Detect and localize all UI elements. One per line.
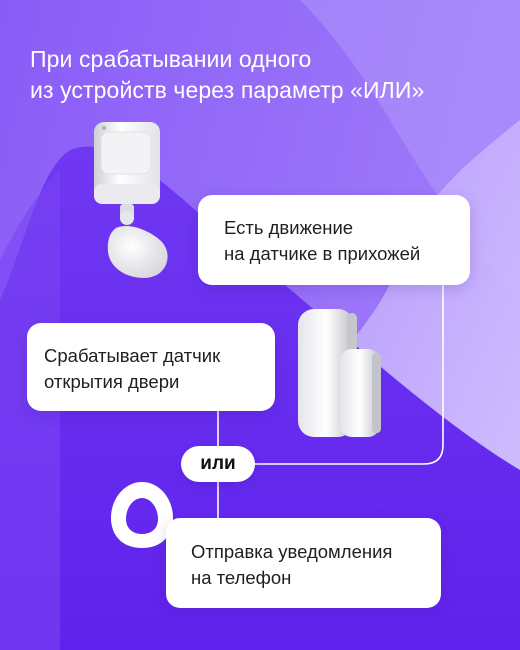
- headline: При срабатывании одного из устройств чер…: [30, 44, 510, 106]
- door-card-line-2: открытия двери: [44, 371, 180, 392]
- notification-action-card: Отправка уведомления на телефон: [166, 518, 441, 608]
- door-card-line-1: Срабатывает датчик: [44, 345, 221, 366]
- alice-logo-icon: [111, 482, 173, 548]
- motion-card-line-2: на датчике в прихожей: [224, 243, 421, 264]
- motion-trigger-card: Есть движение на датчике в прихожей: [198, 195, 470, 285]
- motion-sensor-icon: [94, 122, 168, 278]
- notify-card-line-2: на телефон: [191, 567, 292, 588]
- door-trigger-card: Срабатывает датчик открытия двери: [27, 323, 275, 411]
- headline-line-2: из устройств через параметр «ИЛИ»: [30, 77, 425, 103]
- or-operator-badge: или: [181, 446, 255, 482]
- door-sensor-icon: [298, 309, 381, 437]
- notify-card-line-1: Отправка уведомления: [191, 541, 393, 562]
- headline-line-1: При срабатывании одного: [30, 46, 312, 72]
- motion-card-line-1: Есть движение: [224, 217, 354, 238]
